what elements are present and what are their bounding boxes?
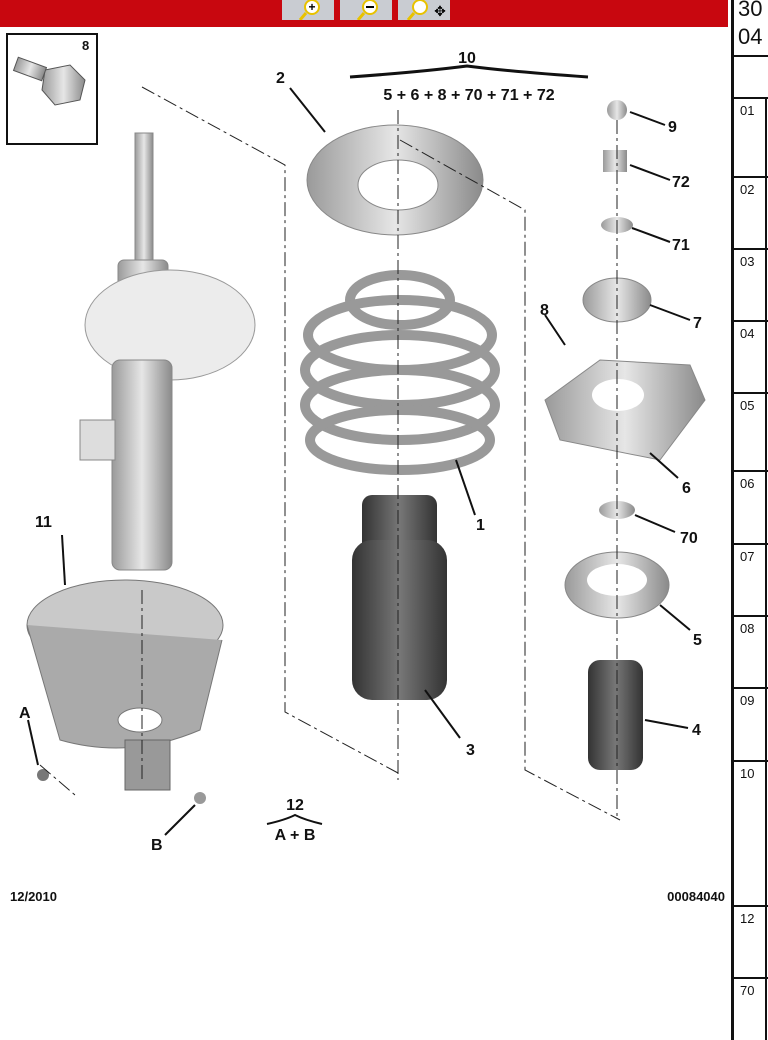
svg-text:✥: ✥ bbox=[434, 3, 446, 19]
heat-shield bbox=[26, 579, 224, 804]
label-3: 3 bbox=[466, 742, 475, 759]
row-number: 01 bbox=[740, 103, 755, 118]
parts-row[interactable]: 07 bbox=[734, 543, 768, 615]
coil-spring bbox=[300, 270, 500, 475]
label-1: 1 bbox=[476, 517, 485, 534]
zoom-in-button[interactable]: + bbox=[282, 0, 334, 21]
row-number: 06 bbox=[740, 476, 755, 491]
zoom-out-button[interactable] bbox=[340, 0, 392, 21]
top-mount-parts bbox=[544, 100, 706, 770]
row-number: 02 bbox=[740, 182, 755, 197]
parts-list-panel: 30 04 01 02 03 04 05 06 07 08 09 10 12 7… bbox=[731, 0, 768, 1040]
label-6: 6 bbox=[682, 480, 691, 497]
parts-row[interactable]: 03 bbox=[734, 248, 768, 320]
parts-row[interactable]: 12 bbox=[734, 905, 768, 977]
group-10-items: 5 + 6 + 8 + 70 + 71 + 72 bbox=[383, 87, 554, 104]
spring-seat bbox=[306, 124, 484, 236]
label-A: A bbox=[19, 705, 31, 722]
toolbar: + ✥ bbox=[0, 0, 728, 27]
zoom-in-icon: + bbox=[298, 0, 320, 21]
row-number: 10 bbox=[740, 766, 755, 781]
parts-row[interactable]: 04 bbox=[734, 320, 768, 392]
label-72: 72 bbox=[672, 174, 690, 191]
parts-row[interactable]: 01 bbox=[734, 97, 768, 176]
zoom-pan-icon: ✥ bbox=[406, 0, 446, 21]
parts-row[interactable]: 08 bbox=[734, 615, 768, 687]
label-5: 5 bbox=[693, 632, 702, 649]
leader-lines bbox=[27, 87, 691, 836]
group-12-items: A + B bbox=[275, 827, 316, 844]
inset-label: 8 bbox=[82, 38, 89, 53]
group-10-label: 10 bbox=[458, 50, 476, 67]
row-number: 03 bbox=[740, 254, 755, 269]
row-number: 08 bbox=[740, 621, 755, 636]
panel-header-line1: 30 bbox=[738, 0, 763, 21]
group-12-label: 12 bbox=[286, 797, 304, 814]
parts-row[interactable]: 06 bbox=[734, 470, 768, 543]
row-number: 70 bbox=[740, 983, 755, 998]
parts-row[interactable]: 10 bbox=[734, 760, 768, 905]
dust-boot bbox=[352, 495, 447, 700]
parts-diagram: 8 10 5 + bbox=[6, 33, 725, 904]
zoom-out-icon bbox=[356, 0, 378, 21]
label-7: 7 bbox=[693, 315, 702, 332]
inset-bolt: 8 bbox=[6, 33, 98, 145]
svg-text:+: + bbox=[308, 0, 315, 14]
row-number: 12 bbox=[740, 911, 755, 926]
label-2: 2 bbox=[276, 70, 285, 87]
panel-header-line2: 04 bbox=[738, 24, 763, 49]
label-70: 70 bbox=[680, 530, 698, 547]
dashed-guides bbox=[39, 86, 621, 821]
zoom-pan-button[interactable]: ✥ bbox=[398, 0, 450, 21]
label-9: 9 bbox=[668, 119, 677, 136]
row-number: 09 bbox=[740, 693, 755, 708]
parts-row[interactable]: 05 bbox=[734, 392, 768, 470]
strut-assembly bbox=[79, 132, 256, 571]
label-4: 4 bbox=[692, 722, 701, 739]
parts-row[interactable]: 09 bbox=[734, 687, 768, 760]
diagram-date: 12/2010 bbox=[10, 889, 57, 904]
diagram-reference: 00084040 bbox=[667, 889, 725, 904]
label-B: B bbox=[151, 837, 163, 854]
row-number: 05 bbox=[740, 398, 755, 413]
row-number: 04 bbox=[740, 326, 755, 341]
panel-header-row bbox=[734, 55, 768, 97]
row-number: 07 bbox=[740, 549, 755, 564]
label-11: 11 bbox=[35, 514, 52, 531]
parts-row[interactable]: 70 bbox=[734, 977, 768, 1040]
label-8: 8 bbox=[540, 302, 549, 319]
parts-row[interactable]: 02 bbox=[734, 176, 768, 248]
label-71: 71 bbox=[672, 237, 690, 254]
